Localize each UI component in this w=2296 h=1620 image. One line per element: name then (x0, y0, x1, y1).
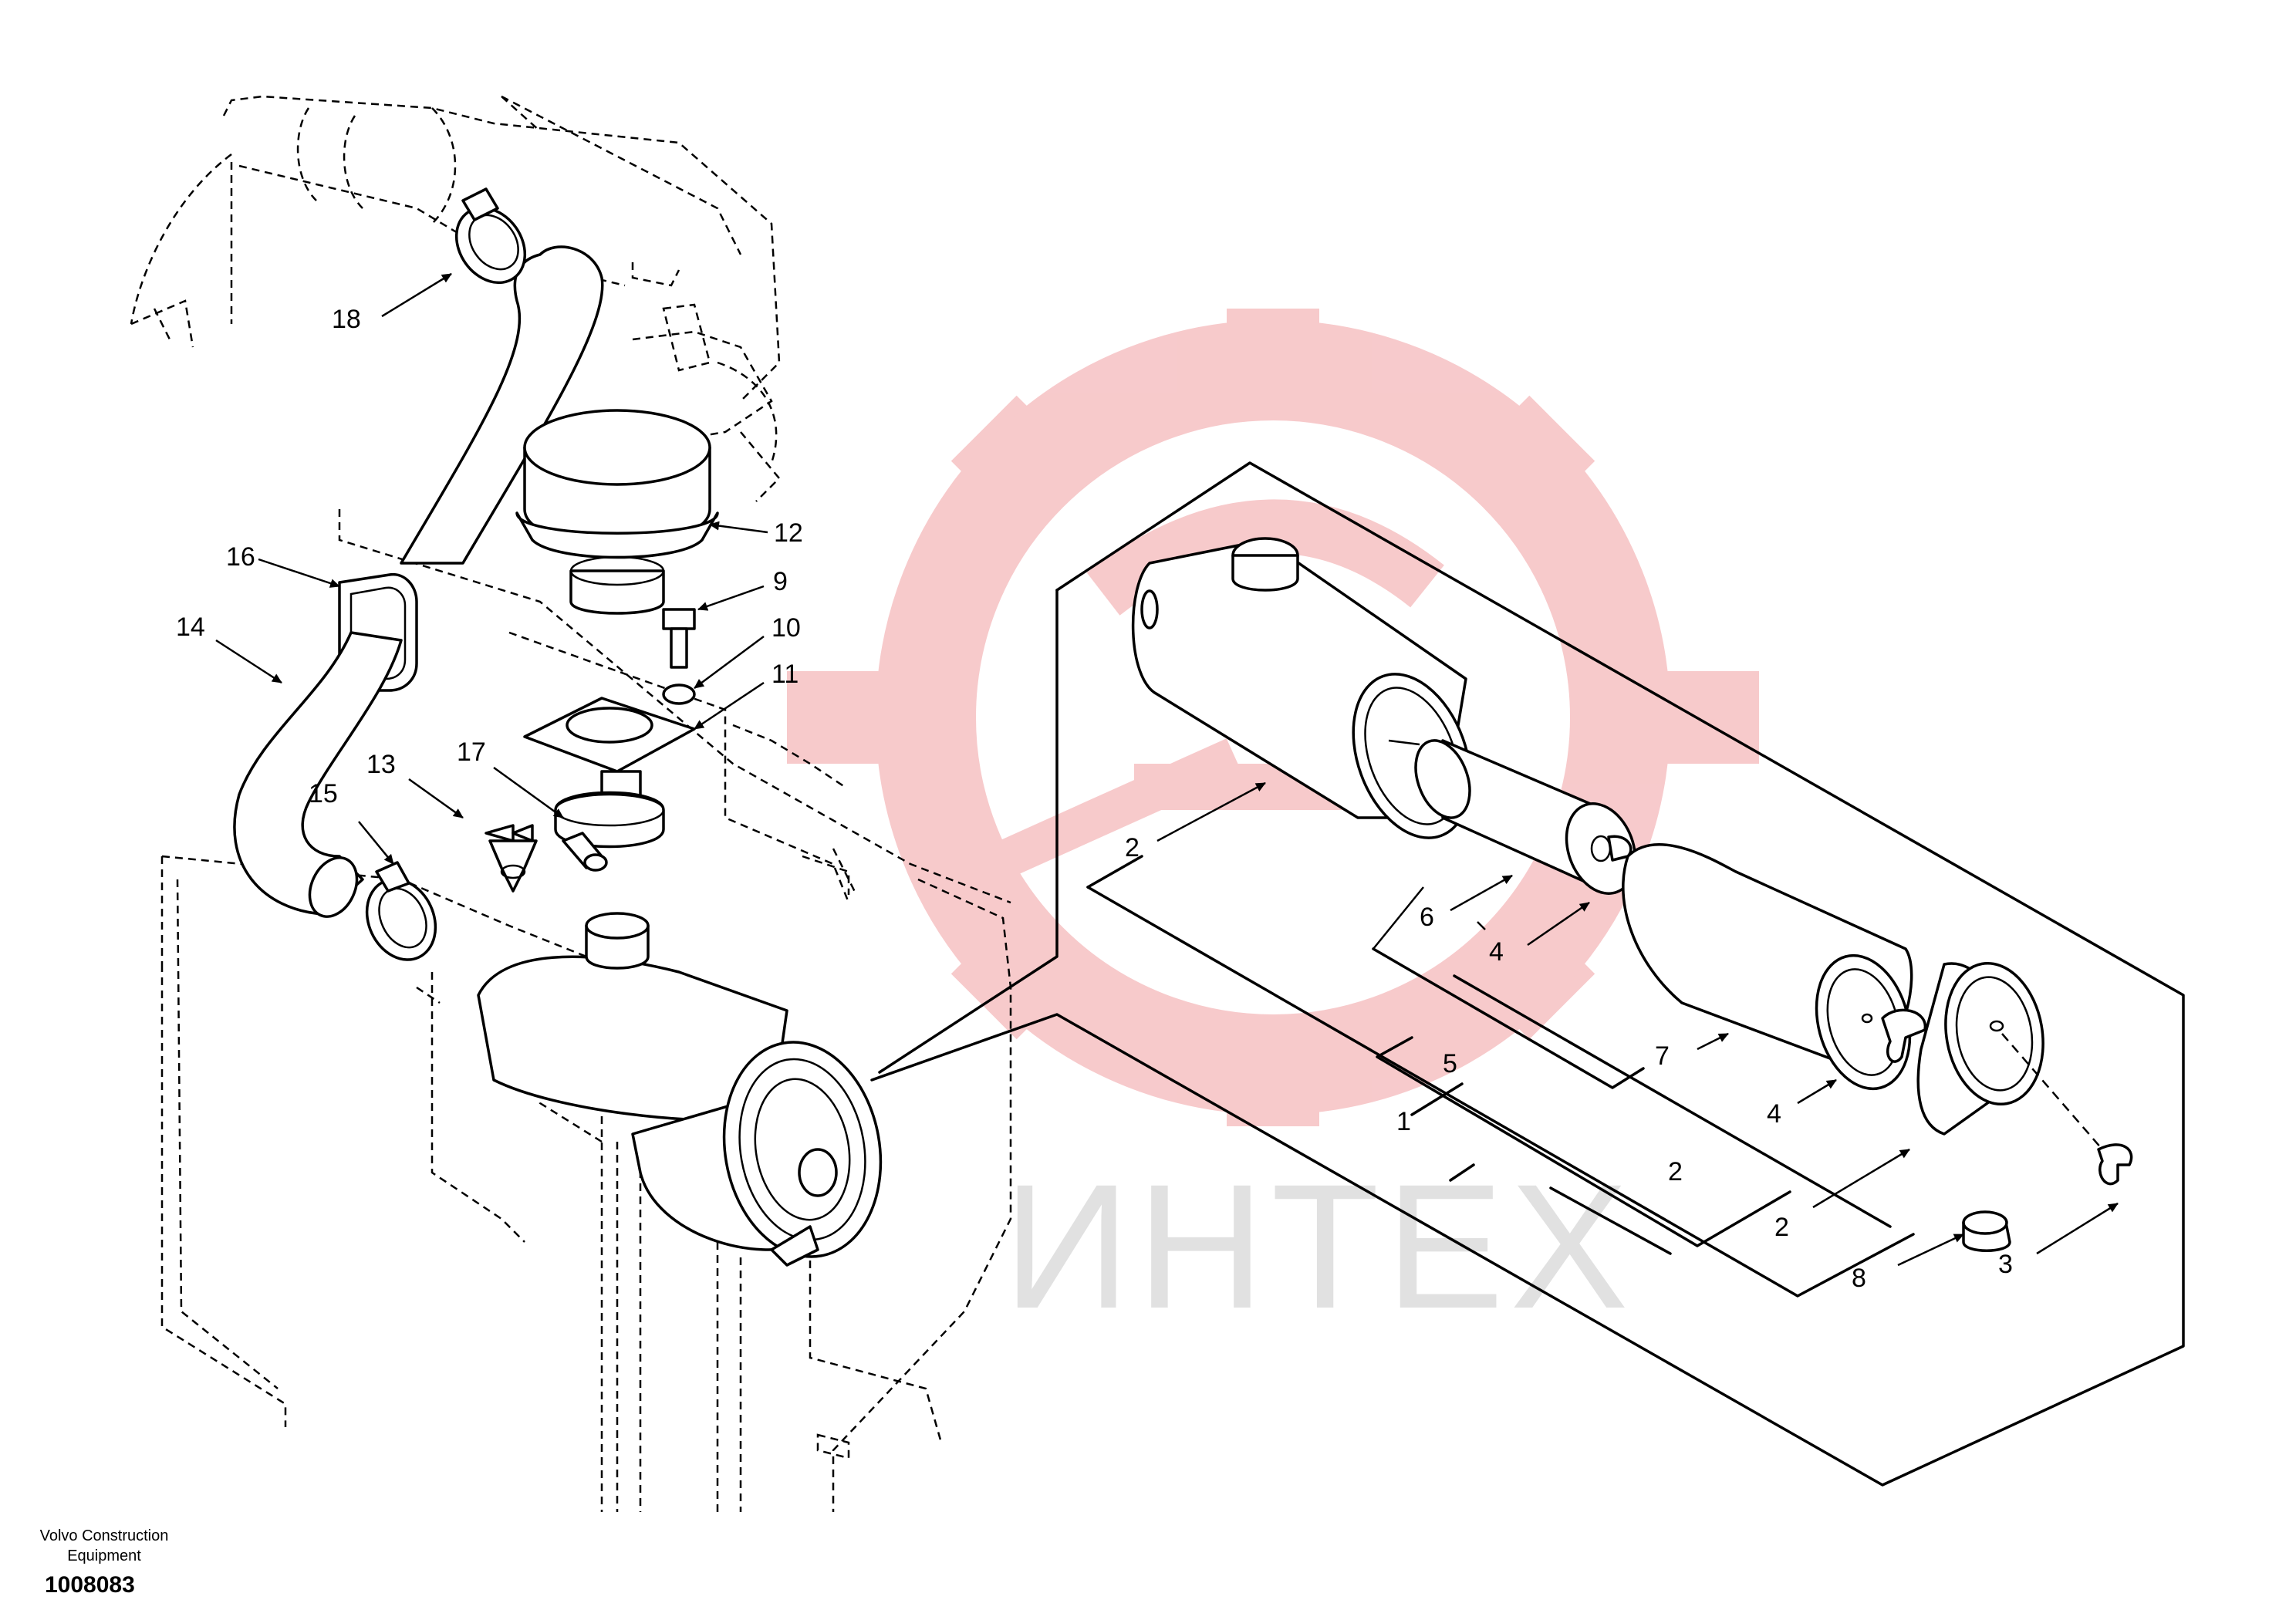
safety-filter-element-6 (1414, 739, 1637, 895)
wing-nut-4 (1881, 1008, 1926, 1063)
callout-3: 3 (1998, 1250, 2013, 1279)
callout-7: 7 (1655, 1041, 1670, 1071)
pre-cleaner-12 (515, 409, 719, 615)
callout-17: 17 (457, 737, 486, 767)
document-number: 1008083 (45, 1572, 135, 1598)
manufacturer-label: Volvo Construction Equipment (39, 1527, 169, 1564)
vacuator-valve-13 (485, 824, 538, 893)
washer-10 (662, 683, 696, 705)
callout-4-lower: 4 (1767, 1099, 1781, 1129)
adapter-plate-11 (523, 697, 696, 804)
seal-8 (1962, 1210, 2011, 1252)
callout-14: 14 (176, 613, 205, 642)
intake-upper-hose (400, 245, 604, 565)
hose-clamp-17 (554, 791, 665, 872)
callout-10: 10 (772, 613, 801, 643)
callout-6: 6 (1420, 903, 1434, 932)
item-group-brackets (1086, 855, 1915, 1298)
assembled-air-cleaner (477, 912, 883, 1267)
callout-1: 1 (1396, 1107, 1411, 1136)
callout-11: 11 (772, 660, 799, 689)
callout-15: 15 (309, 779, 338, 808)
callout-12: 12 (774, 518, 803, 548)
watermark-text: ИНТЕХ (1003, 1147, 1635, 1345)
wing-nut-3 (2097, 1143, 2133, 1186)
exploded-view-frame (870, 461, 2185, 1487)
filter-cover-2 (1916, 962, 2044, 1136)
callout-2-cover: 2 (1774, 1213, 1789, 1242)
callout-16: 16 (226, 542, 255, 572)
hose-clamp-15 (365, 861, 437, 961)
callout-8: 8 (1852, 1264, 1866, 1293)
callout-13: 13 (366, 750, 396, 779)
elbow-hose-end (308, 856, 359, 918)
leader-lines (215, 272, 2119, 1267)
callout-18: 18 (332, 305, 361, 334)
wing-nut-3-axis (2001, 1033, 2103, 1150)
bolt-9 (662, 608, 696, 669)
callout-2-housing: 2 (1125, 833, 1140, 862)
hose-clamp-18 (454, 187, 527, 285)
callout-9: 9 (773, 567, 788, 596)
filter-housing-body (1131, 537, 1472, 839)
callout-labels: 18 16 14 15 13 17 12 9 10 11 2 6 4 5 7 1… (176, 305, 2013, 1293)
callout-4-upper: 4 (1489, 937, 1504, 967)
callout-5: 5 (1443, 1049, 1457, 1078)
callout-2-mid: 2 (1668, 1157, 1683, 1186)
